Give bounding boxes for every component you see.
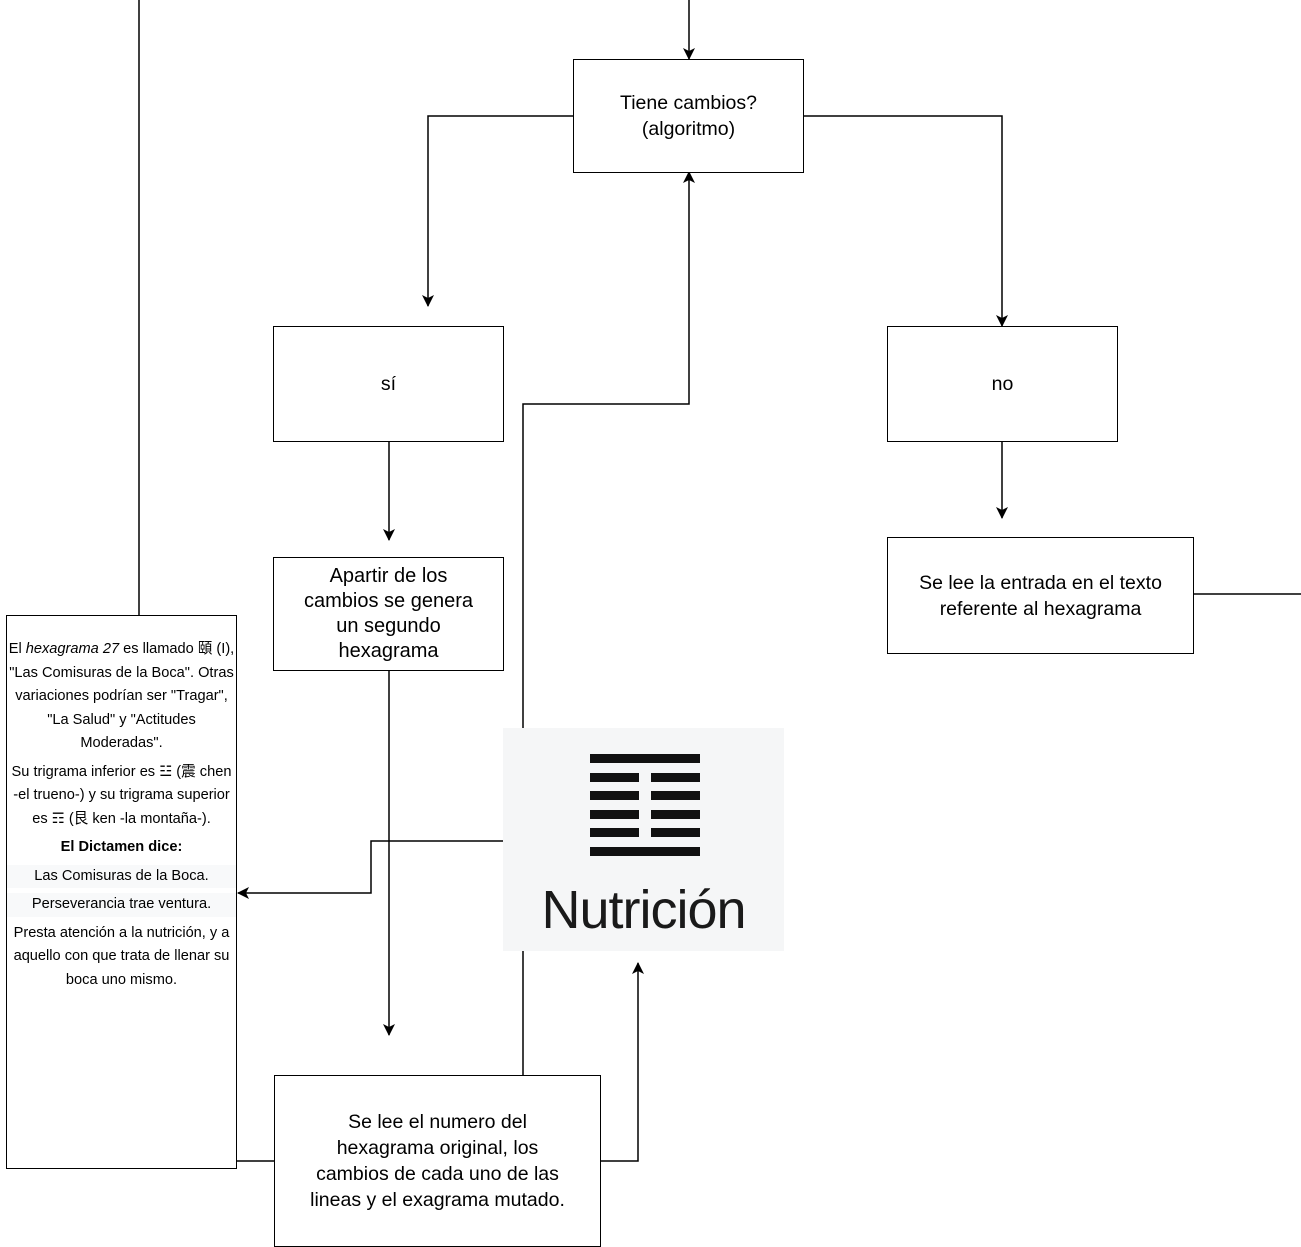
connector-decision-to-no bbox=[804, 115, 1008, 327]
node-apartir-line-2: cambios se genera bbox=[304, 590, 473, 612]
info-dictamen-1: Las Comisuras de la Boca. bbox=[7, 864, 236, 888]
info-dictamen-2: Perseverancia trae ventura. bbox=[7, 893, 236, 917]
node-entrada-line-2: referente al hexagrama bbox=[939, 597, 1142, 620]
node-apartir[interactable]: Apartir de los cambios se genera un segu… bbox=[273, 557, 504, 671]
hexagram-line-solid bbox=[590, 846, 700, 856]
node-numero-line-2: hexagrama original, los bbox=[336, 1137, 539, 1159]
hexagram-line-broken-segment bbox=[651, 828, 700, 837]
node-apartir-line-1: Apartir de los bbox=[329, 565, 448, 587]
hexagram-line-broken-segment bbox=[651, 809, 700, 819]
node-si[interactable]: sí bbox=[273, 326, 504, 442]
info-panel-hexagrama-27[interactable]: El hexagrama 27 es llamado 頤 (I), "Las C… bbox=[6, 615, 237, 1169]
node-numero-line-1: Se lee el numero del bbox=[348, 1111, 527, 1133]
node-si-label: sí bbox=[380, 373, 397, 395]
decision-tiene-cambios[interactable]: Tiene cambios? (algoritmo) bbox=[573, 59, 804, 173]
info-dictamen-heading-text: El Dictamen dice: bbox=[60, 839, 183, 855]
hexagram-line-solid bbox=[590, 754, 700, 763]
info-intro-pre: El bbox=[8, 641, 26, 657]
info-dictamen-3: Presta atención a la nutrición, y a aque… bbox=[13, 924, 230, 988]
node-entrada-line-1: Se lee la entrada en el texto bbox=[919, 571, 1162, 594]
hexagram-line-broken-segment bbox=[590, 809, 639, 819]
hexagram-line-broken-segment bbox=[651, 791, 700, 800]
node-no[interactable]: no bbox=[887, 326, 1118, 442]
info-trigramas: Su trigrama inferior es ☳ (震 chen -el tr… bbox=[11, 763, 232, 827]
hexagram-line-broken-segment bbox=[590, 828, 639, 837]
info-dictamen-heading: El Dictamen dice: bbox=[7, 836, 236, 860]
hexagram-image bbox=[503, 728, 784, 951]
node-apartir-line-3: un segundo bbox=[336, 615, 441, 637]
hexagram-title: Nutrición bbox=[541, 880, 746, 940]
hexagram-line-broken-segment bbox=[590, 791, 639, 800]
connector-image-to-info bbox=[237, 840, 503, 899]
info-intro-post: es llamado 頤 (I), "Las Comisuras de la B… bbox=[9, 641, 235, 751]
decision-line-2: (algoritmo) bbox=[641, 118, 736, 140]
hexagram-line-broken-segment bbox=[590, 772, 639, 782]
node-se-lee-entrada[interactable]: Se lee la entrada en el texto referente … bbox=[887, 537, 1194, 654]
node-se-lee-numero[interactable]: Se lee el numero del hexagrama original,… bbox=[274, 1075, 601, 1247]
hexagram-line-broken-segment bbox=[651, 772, 700, 782]
info-intro-em: hexagrama 27 bbox=[25, 641, 120, 657]
node-numero-line-4: lineas y el exagrama mutado. bbox=[310, 1189, 565, 1211]
node-no-label: no bbox=[991, 373, 1014, 395]
connector-numero-to-image bbox=[601, 962, 644, 1162]
node-apartir-line-4: hexagrama bbox=[338, 640, 439, 662]
info-intro: El hexagrama 27 es llamado 頤 (I), "Las C… bbox=[7, 638, 236, 756]
decision-line-1: Tiene cambios? bbox=[620, 92, 757, 114]
connector-decision-to-si bbox=[422, 115, 573, 307]
node-numero-line-3: cambios de cada uno de las bbox=[316, 1163, 559, 1185]
